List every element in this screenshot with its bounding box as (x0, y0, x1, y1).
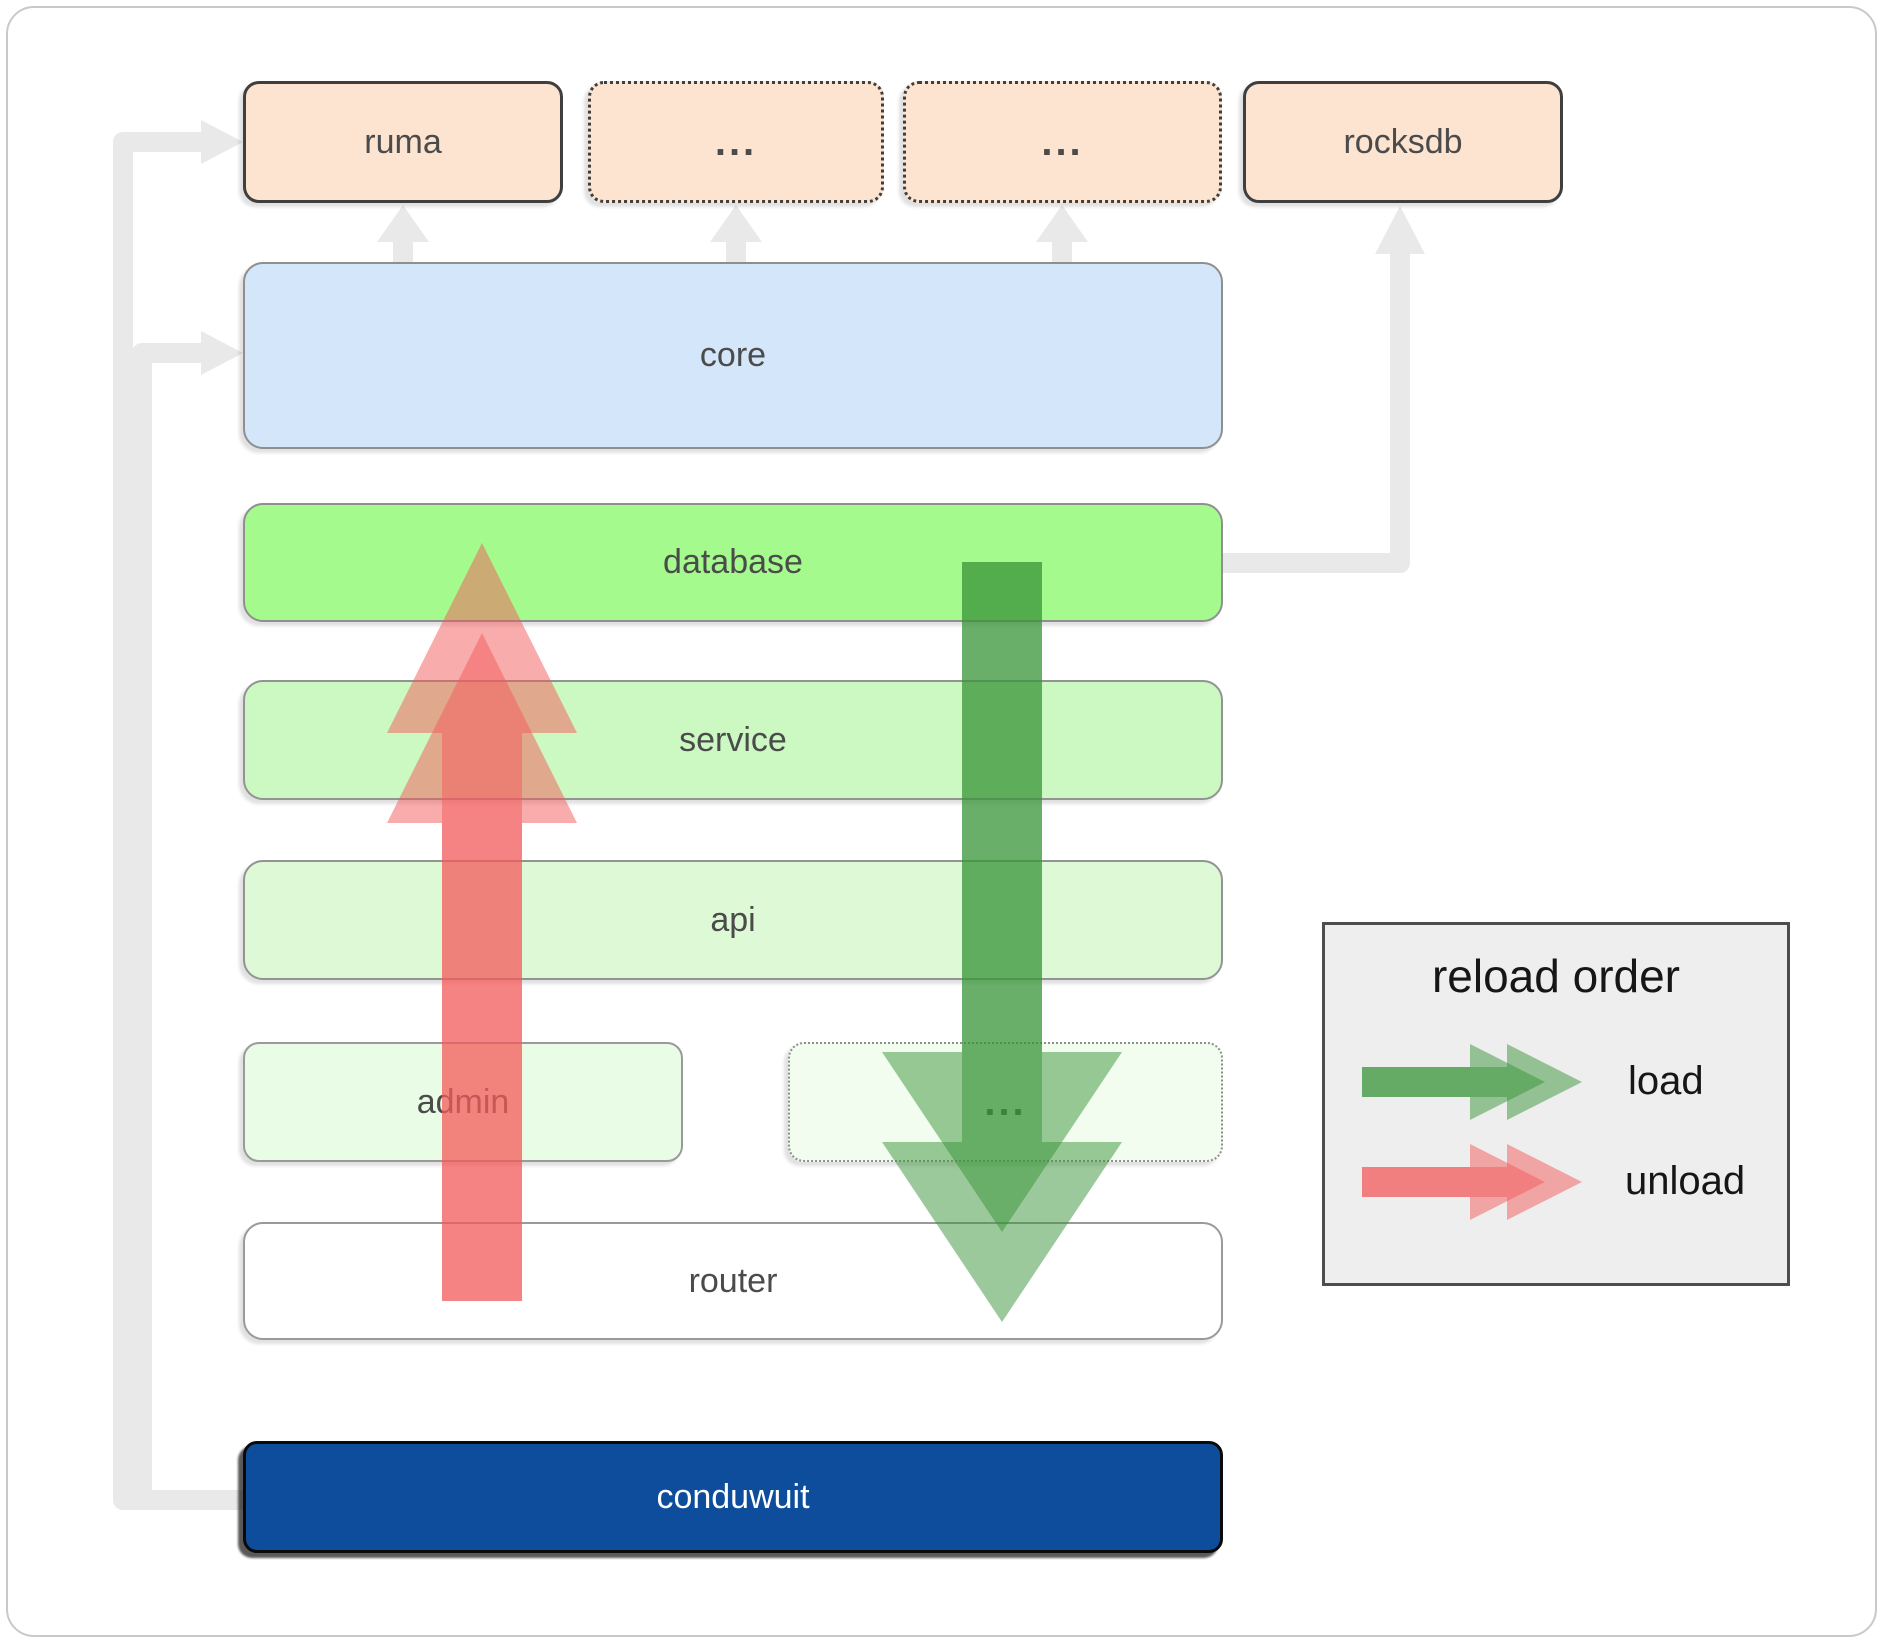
node-core: core (243, 262, 1223, 449)
node-conduwuit-label: conduwuit (656, 1477, 810, 1516)
legend-title: reload order (1431, 950, 1681, 1002)
node-top-ellipsis-2: ... (903, 81, 1222, 203)
node-admin-ellipsis-label: ... (984, 1079, 1027, 1124)
node-core-label: core (699, 336, 767, 374)
node-admin-label: admin (416, 1082, 510, 1121)
node-conduwuit: conduwuit (243, 1441, 1223, 1553)
legend: reload order load unload (1322, 922, 1790, 1286)
diagram-border-frame (6, 6, 1877, 1637)
node-api-label: api (710, 900, 756, 939)
node-database-label: database (663, 543, 803, 581)
node-service: service (243, 680, 1223, 800)
node-top-ellipsis-2-label: ... (1041, 119, 1084, 164)
node-admin-ellipsis: ... (788, 1042, 1223, 1162)
node-top-ellipsis-1: ... (588, 81, 884, 203)
node-admin: admin (243, 1042, 683, 1162)
legend-load-label: load (1628, 1059, 1704, 1103)
node-top-ellipsis-1-label: ... (714, 119, 758, 164)
node-api: api (243, 860, 1223, 980)
node-database: database (243, 503, 1223, 622)
node-rocksdb-label: rocksdb (1343, 122, 1463, 161)
legend-unload-label: unload (1625, 1159, 1746, 1203)
node-router-label: router (688, 1261, 778, 1300)
node-rocksdb: rocksdb (1243, 81, 1563, 203)
node-ruma: ruma (243, 81, 563, 203)
node-router: router (243, 1222, 1223, 1340)
node-ruma-label: ruma (364, 122, 442, 161)
node-service-label: service (679, 720, 787, 759)
